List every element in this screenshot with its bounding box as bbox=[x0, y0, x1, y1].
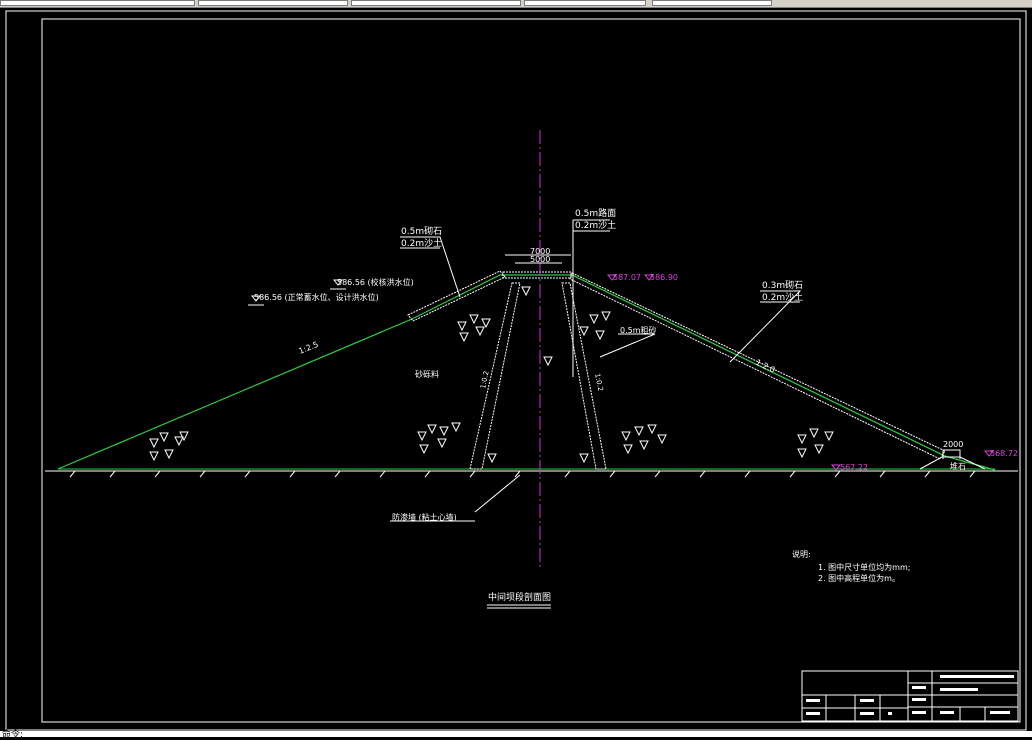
crest-width-inner: 5000 bbox=[530, 255, 550, 264]
gravel-symbols bbox=[149, 286, 834, 464]
drawing-title: 中间坝段剖面图 bbox=[488, 591, 551, 603]
drawing-svg[interactable]: 7000 5000 0.5m路面 0.2m沙土 0.5m砌石 0.2m沙土 0.… bbox=[0, 7, 1032, 731]
crest-layer-2: 0.2m沙土 bbox=[575, 219, 616, 231]
notes-title: 说明: bbox=[792, 549, 811, 559]
filter-label: 0.5m粗砂 bbox=[620, 325, 657, 335]
drawing-canvas[interactable]: 7000 5000 0.5m路面 0.2m沙土 0.5m砌石 0.2m沙土 0.… bbox=[0, 7, 1032, 731]
fill-label: 砂砾料 bbox=[415, 369, 439, 379]
outer-frame bbox=[5, 10, 1027, 731]
linetype-dropdown[interactable] bbox=[351, 0, 521, 6]
downstream-layer-1: 0.3m砌石 bbox=[762, 280, 803, 291]
core-left-filter bbox=[469, 282, 521, 470]
note-2: 2. 图中高程单位为m。 bbox=[818, 573, 900, 583]
color-dropdown[interactable] bbox=[198, 0, 348, 6]
crest-layer-1: 0.5m路面 bbox=[575, 207, 616, 219]
toe-drain bbox=[919, 456, 986, 470]
command-prompt: 命令: bbox=[2, 730, 24, 740]
level-base: 567.22 bbox=[840, 463, 868, 472]
title-block bbox=[801, 670, 1019, 722]
upstream-layer-1: 0.5m砌石 bbox=[401, 226, 442, 237]
note-1: 1. 图中尺寸单位均为mm; bbox=[818, 562, 910, 572]
toolbar-strip bbox=[0, 0, 1032, 8]
lineweight-dropdown[interactable] bbox=[524, 0, 646, 6]
slope-core-left: 1:0.2 bbox=[479, 370, 491, 389]
dam-outline bbox=[57, 274, 996, 471]
title-block-text-marks bbox=[806, 675, 1014, 715]
water-level-markers bbox=[248, 279, 346, 306]
level-crest-right: 586.90 bbox=[650, 273, 678, 282]
upstream-layer-2: 0.2m沙土 bbox=[401, 237, 442, 249]
slope-upstream: 1:2.5 bbox=[297, 340, 319, 356]
cutoff-label: 防渗墙 (粘土心墙) bbox=[392, 512, 457, 522]
downstream-layer-2: 0.2m沙土 bbox=[762, 291, 803, 303]
upstream-rip-rap bbox=[407, 270, 506, 322]
toe-dimension bbox=[942, 449, 961, 459]
slope-downstream: 1:2.0 bbox=[754, 358, 776, 375]
level-crest: 587.07 bbox=[613, 273, 641, 282]
crest-width-outer: 7000 bbox=[530, 247, 550, 256]
toe-width: 2000 bbox=[943, 440, 963, 449]
plotstyle-dropdown[interactable] bbox=[652, 0, 772, 6]
elevation-markers bbox=[606, 274, 995, 471]
slope-core-right: 1:0.2 bbox=[593, 373, 605, 392]
core-right-filter bbox=[561, 282, 607, 470]
layer-dropdown[interactable] bbox=[0, 0, 195, 6]
level-normal: 586.56 (正常蓄水位、设计洪水位) bbox=[254, 292, 379, 302]
inner-frame bbox=[41, 18, 1021, 723]
command-line[interactable]: 命令: bbox=[0, 730, 1032, 740]
toe-label: 堆石 bbox=[950, 461, 966, 471]
level-toe: 568.72 bbox=[990, 449, 1018, 458]
leader-lines bbox=[390, 219, 802, 522]
ground-hatch bbox=[69, 470, 976, 478]
level-check-flood: 586.56 (校核洪水位) bbox=[337, 277, 414, 287]
